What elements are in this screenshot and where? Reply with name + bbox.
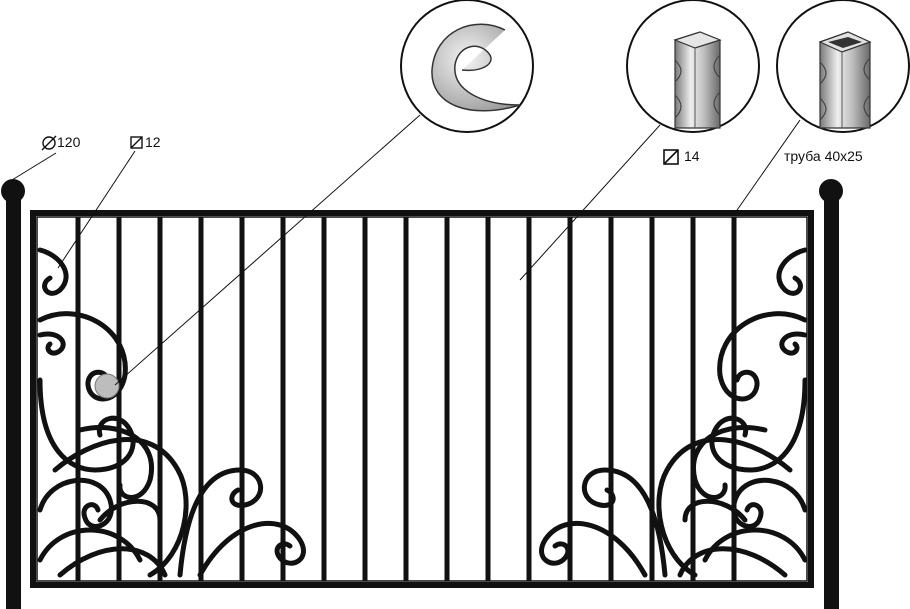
twisted-bar-section-label: 14 [684,148,700,164]
tube-detail-callout [776,0,910,133]
vertical-bar [526,217,532,581]
scroll-detail-highlight [94,373,120,399]
leader-post [11,152,57,181]
diameter-icon [41,135,57,151]
scroll-ornament-left [37,247,306,578]
vertical-bar [362,217,368,581]
vertical-bar [321,217,327,581]
leader-scroll [57,150,136,269]
vertical-bar [608,217,614,581]
vertical-bar [649,217,655,581]
post-diameter-label: 120 [57,134,81,150]
vertical-bar [239,217,245,581]
square-section-icon [130,136,143,149]
twisted-bar-detail-callout [626,0,760,133]
leader-spiral-detail [114,114,421,386]
vertical-bar [485,217,491,581]
right-post [819,179,843,609]
vertical-bar [280,217,286,581]
leader-lines [11,114,801,386]
vertical-bar [75,217,81,581]
rectangular-tube-icon [818,31,872,129]
vertical-bar [444,217,450,581]
vertical-bars [75,217,737,581]
left-post [1,179,25,609]
vertical-bar [403,217,409,581]
twisted-bar-icon [673,31,722,129]
square-section-icon [663,149,679,165]
scroll-section-label: 12 [145,134,161,150]
scroll-ornament-right [539,247,808,578]
vertical-bar [198,217,204,581]
vertical-bar [157,217,163,581]
fence-frame [30,210,814,588]
leader-tube [734,119,801,214]
vertical-bar [116,217,122,581]
vertical-bar [567,217,573,581]
spiral-scroll-icon [431,23,521,112]
leader-twisted-bar [519,124,661,281]
spiral-detail-callout [400,0,534,133]
tube-profile-label: труба 40x25 [784,148,863,164]
vertical-bar [690,217,696,581]
